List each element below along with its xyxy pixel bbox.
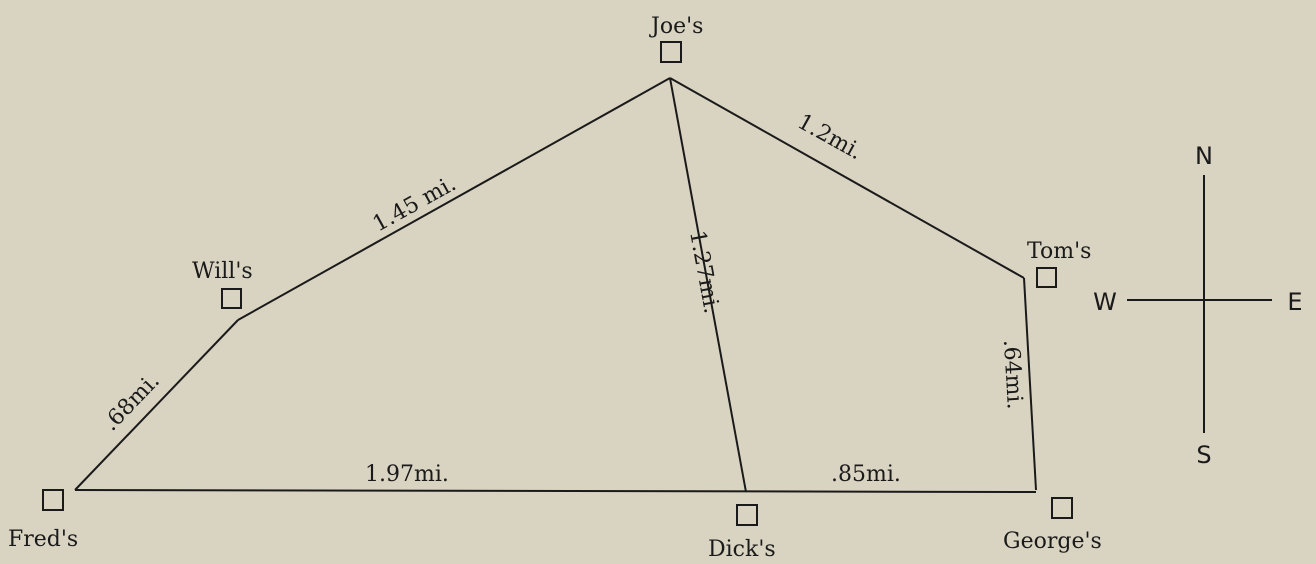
house-joes bbox=[660, 41, 682, 63]
label-joes: Joe's bbox=[649, 14, 703, 39]
distance-toms-georges: .64mi. bbox=[998, 339, 1027, 410]
distance-joes-toms: 1.2mi. bbox=[793, 109, 866, 165]
compass-west: W bbox=[1093, 288, 1117, 316]
house-freds bbox=[42, 489, 64, 511]
distance-labels: 1.45 mi. 1.2mi. 1.27mi. .68mi. .64mi. 1.… bbox=[98, 109, 1027, 487]
house-georges bbox=[1051, 497, 1073, 519]
distance-wills-freds: .68mi. bbox=[98, 369, 165, 437]
distance-joes-wills: 1.45 mi. bbox=[369, 171, 461, 237]
compass-north: N bbox=[1195, 142, 1213, 170]
compass-east: E bbox=[1287, 288, 1302, 316]
route-freds-georges bbox=[74, 489, 1037, 493]
house-dicks bbox=[736, 504, 758, 526]
label-wills: Will's bbox=[192, 259, 253, 284]
distance-freds-dicks: 1.97mi. bbox=[365, 462, 449, 487]
house-toms bbox=[1036, 267, 1057, 288]
route-joes-toms bbox=[669, 77, 1025, 279]
route-joes-dicks bbox=[669, 77, 747, 493]
compass-south: S bbox=[1196, 441, 1211, 469]
house-wills bbox=[221, 288, 242, 309]
route-joes-wills bbox=[237, 77, 671, 321]
route-toms-georges bbox=[1023, 277, 1037, 491]
distance-joes-dicks: 1.27mi. bbox=[684, 229, 724, 316]
label-georges: George's bbox=[1003, 529, 1102, 554]
compass-rose: N S W E bbox=[1093, 142, 1302, 469]
route-wills-freds bbox=[74, 319, 239, 491]
houses bbox=[42, 41, 1073, 526]
label-toms: Tom's bbox=[1027, 239, 1091, 264]
routes bbox=[74, 77, 1037, 493]
label-freds: Fred's bbox=[8, 527, 78, 552]
place-labels: Joe's Will's Tom's Fred's Dick's George'… bbox=[8, 14, 1102, 562]
distance-dicks-georges: .85mi. bbox=[831, 462, 901, 487]
label-dicks: Dick's bbox=[708, 537, 776, 562]
